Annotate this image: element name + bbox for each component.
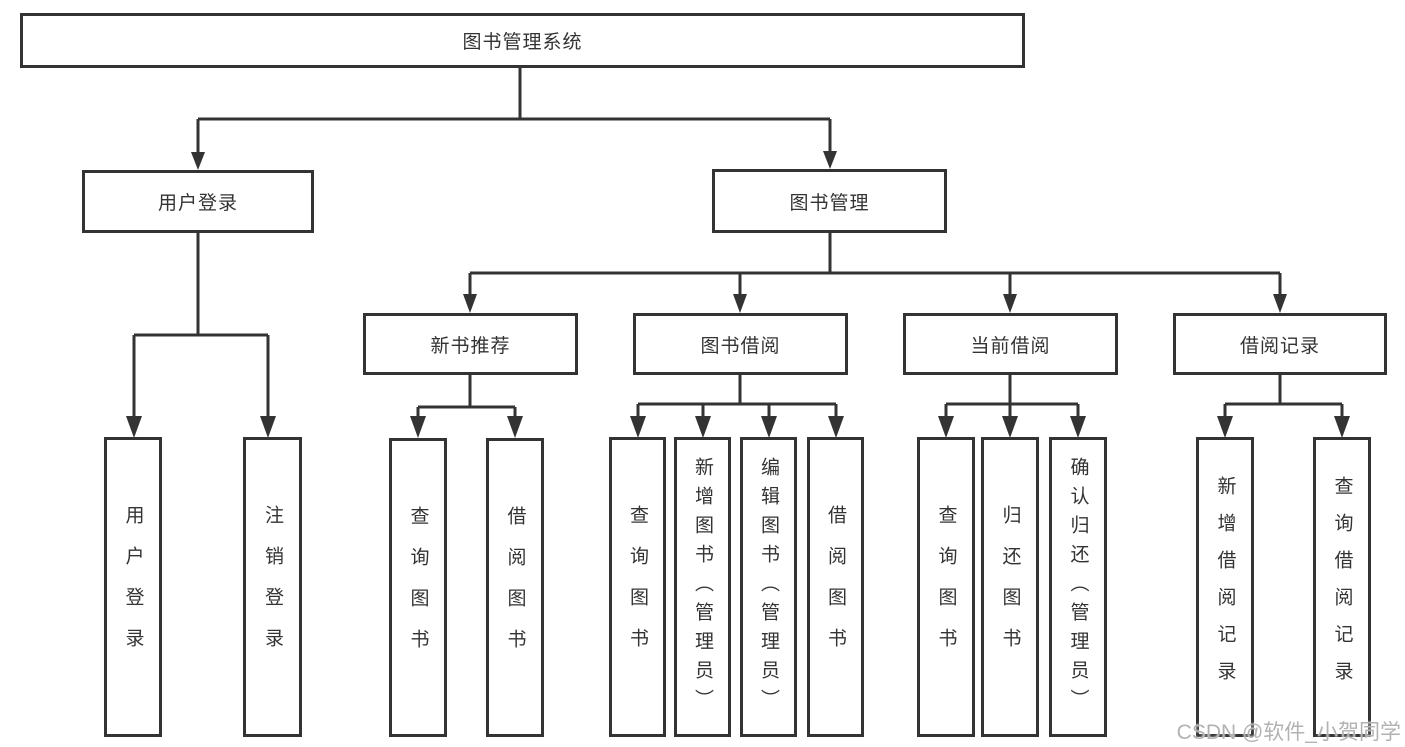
- connector-recommend-to-leaves: [410, 375, 523, 438]
- node-root-library-system: 图书管理系统: [20, 13, 1025, 68]
- leaf-current-return-books: 归还图书: [981, 437, 1039, 737]
- node-borrow-records: 借阅记录: [1173, 313, 1387, 375]
- node-user-login: 用户登录: [82, 170, 314, 233]
- leaf-borrow-edit-books-admin: 编辑图书（管理员）: [740, 437, 797, 737]
- leaf-current-query-books: 查询图书: [917, 437, 975, 737]
- connector-current-to-leaves: [938, 375, 1086, 438]
- connector-records-to-leaves: [1217, 375, 1350, 438]
- leaf-recommend-borrow-books: 借阅图书: [486, 438, 544, 737]
- leaf-records-add-record: 新增借阅记录: [1196, 437, 1254, 737]
- leaf-records-query-record: 查询借阅记录: [1313, 437, 1371, 737]
- connector-root-to-level2: [191, 68, 837, 170]
- node-current-borrow: 当前借阅: [903, 313, 1118, 375]
- leaf-current-confirm-return-admin: 确认归还（管理员）: [1049, 437, 1107, 737]
- leaf-logout: 注销登录: [243, 437, 302, 737]
- connector-mgmt-to-sections: [463, 233, 1287, 313]
- node-book-management: 图书管理: [712, 169, 947, 233]
- leaf-borrow-borrow-books: 借阅图书: [807, 437, 864, 737]
- leaf-user-login: 用户登录: [104, 437, 162, 737]
- watermark-text: CSDN @软件_小贺同学: [1176, 721, 1401, 744]
- leaf-borrow-add-books-admin: 新增图书（管理员）: [674, 437, 731, 737]
- connector-userauth-to-leaves: [126, 233, 276, 438]
- leaf-borrow-query-books: 查询图书: [609, 437, 666, 737]
- leaf-recommend-query-books: 查询图书: [389, 438, 447, 737]
- connector-borrow-to-leaves: [630, 375, 844, 438]
- node-new-book-recommend: 新书推荐: [363, 313, 578, 375]
- node-book-borrow: 图书借阅: [633, 313, 848, 375]
